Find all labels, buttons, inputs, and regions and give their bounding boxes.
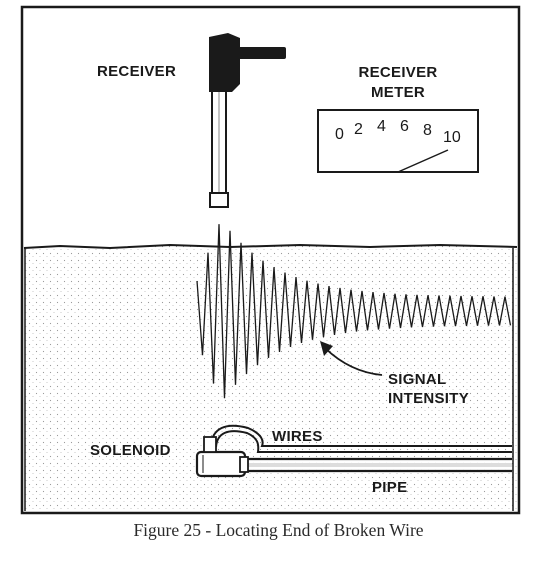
meter-scale-0: 0 bbox=[335, 126, 344, 143]
meter-scale-2: 2 bbox=[354, 121, 363, 138]
meter-needle bbox=[397, 149, 449, 173]
wires-icon bbox=[210, 424, 512, 453]
receiver-icon bbox=[209, 33, 286, 208]
receiver-label: RECEIVER bbox=[97, 63, 176, 80]
meter-scale-8: 8 bbox=[423, 122, 432, 139]
receiver-meter-label-line1: RECEIVER bbox=[358, 64, 437, 81]
pipe-icon bbox=[245, 457, 512, 473]
signal-pointer-arrow bbox=[320, 341, 383, 376]
figure-caption: Figure 25 - Locating End of Broken Wire bbox=[133, 520, 424, 540]
meter-scale-4: 4 bbox=[377, 118, 386, 135]
signal-intensity-label-line2: INTENSITY bbox=[388, 390, 469, 407]
ground-area bbox=[24, 245, 517, 511]
wires-label: WIRES bbox=[272, 428, 323, 445]
meter-scale-6: 6 bbox=[400, 118, 409, 135]
meter-scale-10: 10 bbox=[443, 129, 461, 146]
solenoid-icon bbox=[195, 436, 249, 478]
receiver-meter-label-line2: METER bbox=[371, 84, 425, 101]
pipe-label: PIPE bbox=[372, 479, 407, 496]
signal-intensity-label-line1: SIGNAL bbox=[388, 371, 446, 388]
receiver-meter: 0 2 4 6 8 10 bbox=[317, 109, 479, 173]
solenoid-label: SOLENOID bbox=[90, 442, 171, 459]
signal-intensity-waveform bbox=[196, 224, 512, 399]
